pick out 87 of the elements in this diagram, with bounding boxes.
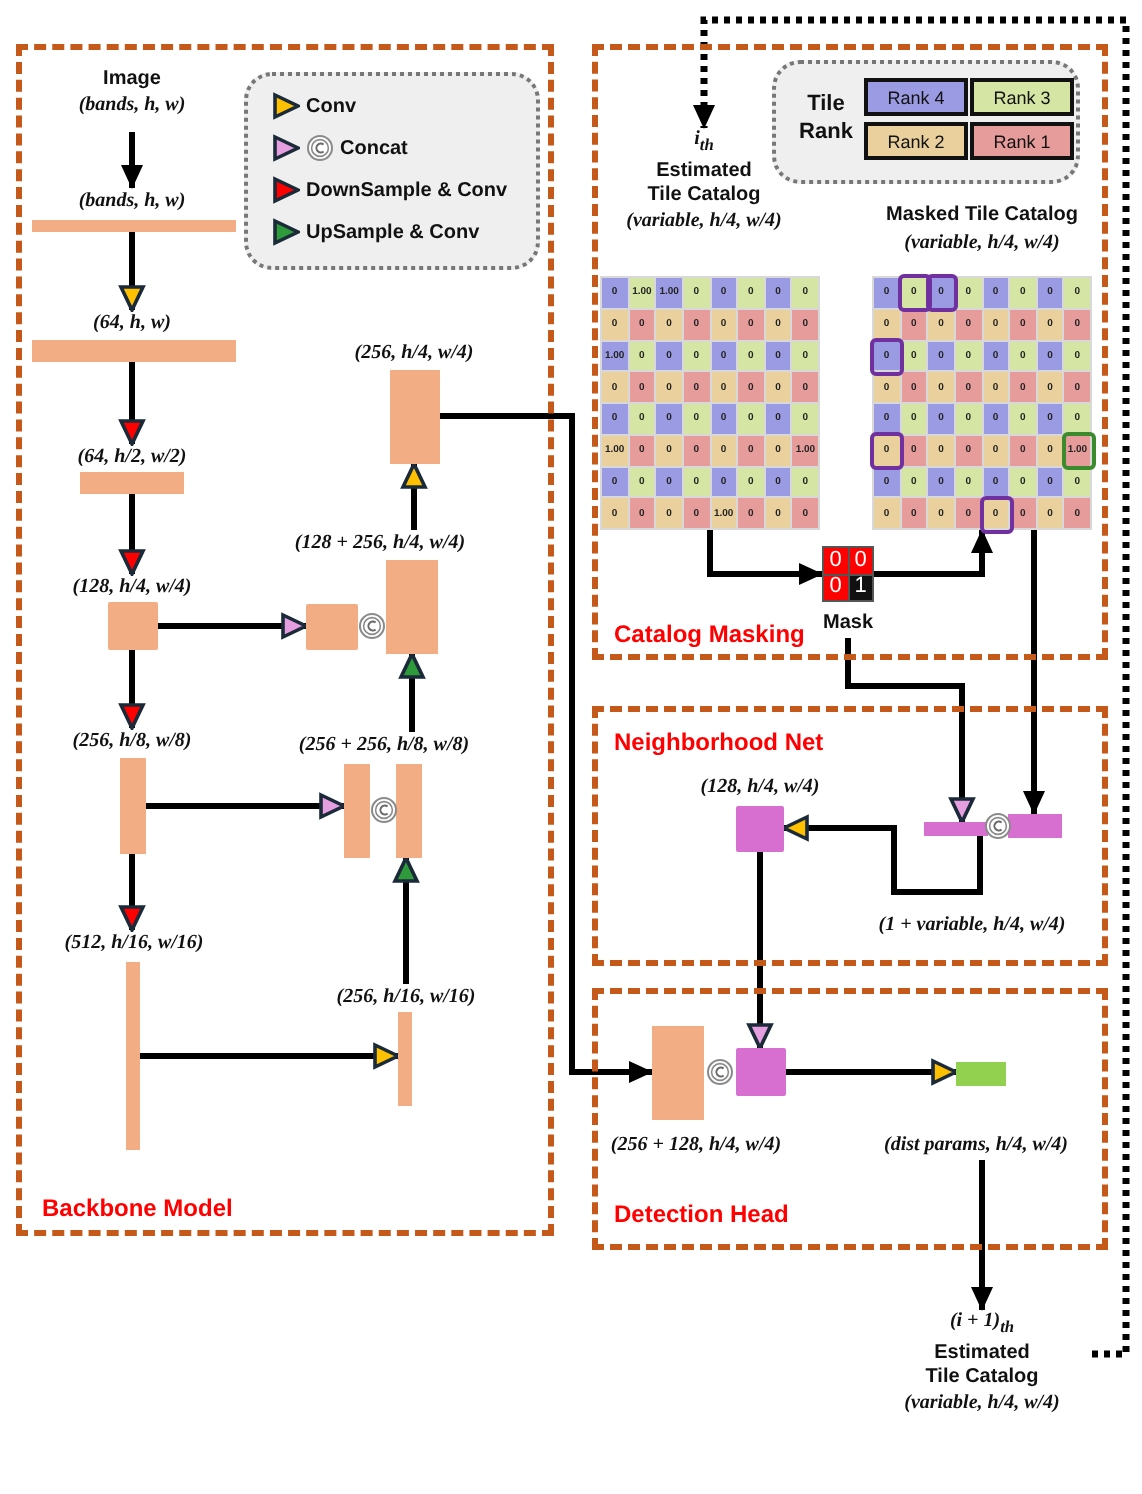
tensor-shape-label: (i + 1)$_{th}$ — [949, 1310, 1015, 1340]
feature-map-bar — [386, 560, 438, 654]
feature-map-bar — [80, 472, 184, 494]
arrow — [971, 1160, 993, 1311]
tensor-shape-label: (256, h/4, w/4) — [354, 342, 474, 366]
tile-catalog-grid — [872, 276, 1092, 530]
feature-map-bar — [126, 962, 140, 1150]
feature-map-block — [108, 602, 158, 650]
arrow — [146, 793, 346, 819]
arrow — [140, 1043, 400, 1069]
panel-title: Neighborhood Net — [614, 728, 824, 756]
dashed-panel — [592, 988, 1108, 1250]
arrow — [786, 1059, 958, 1085]
feature-map-bar — [120, 758, 146, 854]
panel-title: Backbone Model — [42, 1194, 233, 1222]
arrow — [874, 529, 993, 577]
arrow — [119, 650, 145, 730]
tensor-shape-label: (128 + 256, h/4, w/4) — [294, 532, 466, 556]
tensor-shape-label: (256 + 256, h/8, w/8) — [298, 734, 470, 758]
rank-swatch: Rank 3 — [970, 78, 1074, 116]
mask-cell: 0 — [824, 548, 847, 573]
tensor-shape-label: (bands, h, w) — [78, 94, 186, 118]
mask-grid — [822, 546, 874, 602]
tensor-shape-label: (256 + 128, h/4, w/4) — [610, 1134, 782, 1158]
arrow — [401, 462, 427, 530]
feature-map-block — [736, 806, 784, 852]
feature-map-block — [736, 1048, 786, 1096]
tensor-shape-label: (64, h, w) — [93, 312, 171, 336]
block-label: Estimated Tile Catalog — [923, 1342, 1041, 1390]
arrow — [782, 815, 983, 895]
dashed-panel — [592, 706, 1108, 966]
rank-swatch: Rank 2 — [864, 122, 968, 160]
mask-cell: 0 — [824, 575, 847, 600]
rank-swatch: Rank 1 — [970, 122, 1074, 160]
tensor-shape-label: (128, h/4, w/4) — [72, 576, 192, 600]
arrow — [119, 854, 145, 932]
arrow — [119, 362, 145, 446]
tile-catalog-grid — [600, 276, 820, 530]
arrow — [158, 613, 308, 639]
tensor-shape-label: (1 + variable, h/4, w/4) — [878, 914, 1066, 938]
arrow — [1023, 530, 1045, 815]
mask-cell: 0 — [849, 548, 872, 573]
feature-map-bar — [398, 1012, 412, 1106]
arrow — [707, 530, 823, 585]
legend-label: DownSample & Conv — [306, 179, 508, 201]
feature-map-bar — [32, 220, 236, 232]
legend-label: Concat — [340, 137, 408, 159]
feature-map-bar — [32, 340, 236, 362]
arrow — [119, 494, 145, 576]
feature-map-bar — [344, 764, 370, 858]
tensor-shape-label: (128, h/4, w/4) — [700, 776, 820, 800]
feature-map-bar — [924, 822, 988, 836]
tensor-shape-label: (dist params, h/4, w/4) — [884, 1134, 1068, 1158]
arrow — [845, 638, 975, 824]
feature-map-bar — [956, 1062, 1006, 1086]
tensor-shape-label: (variable, h/4, w/4) — [904, 232, 1060, 256]
legend-title: Tile Rank — [797, 90, 855, 146]
tensor-shape-label: (bands, h, w) — [78, 190, 186, 214]
tensor-shape-label: (variable, h/4, w/4) — [626, 210, 782, 234]
legend-label: Conv — [306, 95, 356, 117]
tensor-shape-label: (64, h/2, w/2) — [77, 446, 187, 470]
arrow — [440, 413, 653, 1083]
feature-map-bar — [390, 370, 440, 464]
arrow — [393, 856, 419, 984]
mask-cell: 1 — [849, 575, 872, 600]
legend-label: UpSample & Conv — [306, 221, 480, 243]
rank-swatch: Rank 4 — [864, 78, 968, 116]
caption-label: Mask — [823, 612, 873, 636]
arrow — [747, 852, 773, 1050]
feature-map-bar — [396, 764, 422, 858]
block-label: Image — [101, 68, 163, 92]
panel-title: Catalog Masking — [614, 620, 805, 648]
feature-map-bar — [1008, 814, 1062, 838]
tensor-shape-label: i$_{th}$ — [694, 128, 714, 158]
arrow — [693, 16, 1130, 1358]
caption-label: Masked Tile Catalog — [886, 204, 1078, 228]
tensor-shape-label: (variable, h/4, w/4) — [904, 1392, 1060, 1416]
tensor-shape-label: (256, h/8, w/8) — [72, 730, 192, 754]
arrow — [119, 232, 145, 312]
block-label: Estimated Tile Catalog — [645, 160, 763, 208]
feature-map-bar — [652, 1026, 704, 1120]
tensor-shape-label: (512, h/16, w/16) — [64, 932, 204, 956]
tensor-shape-label: (256, h/16, w/16) — [336, 986, 476, 1010]
panel-title: Detection Head — [614, 1200, 789, 1228]
feature-map-block — [306, 604, 358, 650]
arrow — [121, 132, 143, 189]
arrow — [399, 652, 425, 732]
